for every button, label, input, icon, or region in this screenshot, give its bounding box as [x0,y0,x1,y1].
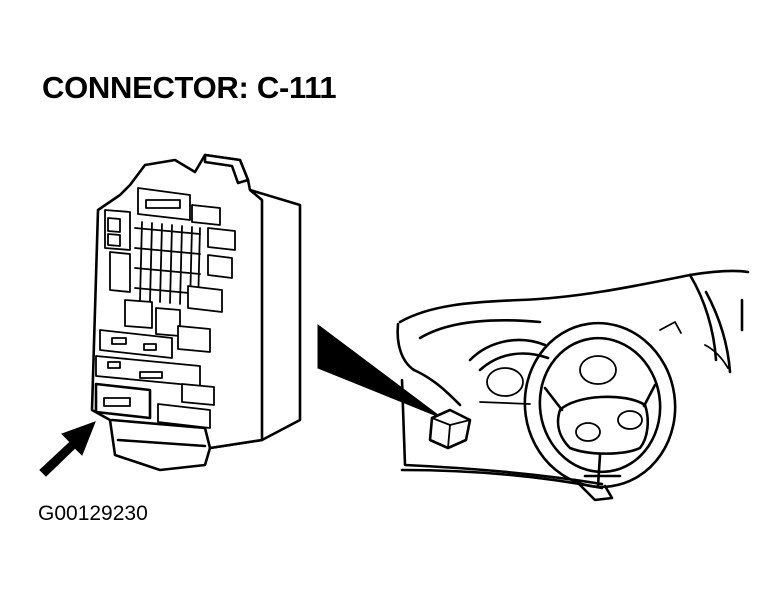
connector-title: CONNECTOR: C-111 [42,70,337,105]
steering-wheel [523,321,677,489]
fuse-grid [134,221,201,307]
callout-pointer [317,324,443,419]
dashboard [396,269,750,502]
figure-id-label: G00129230 [38,502,148,525]
junction-block [90,153,302,472]
arrow-icon [39,421,96,477]
